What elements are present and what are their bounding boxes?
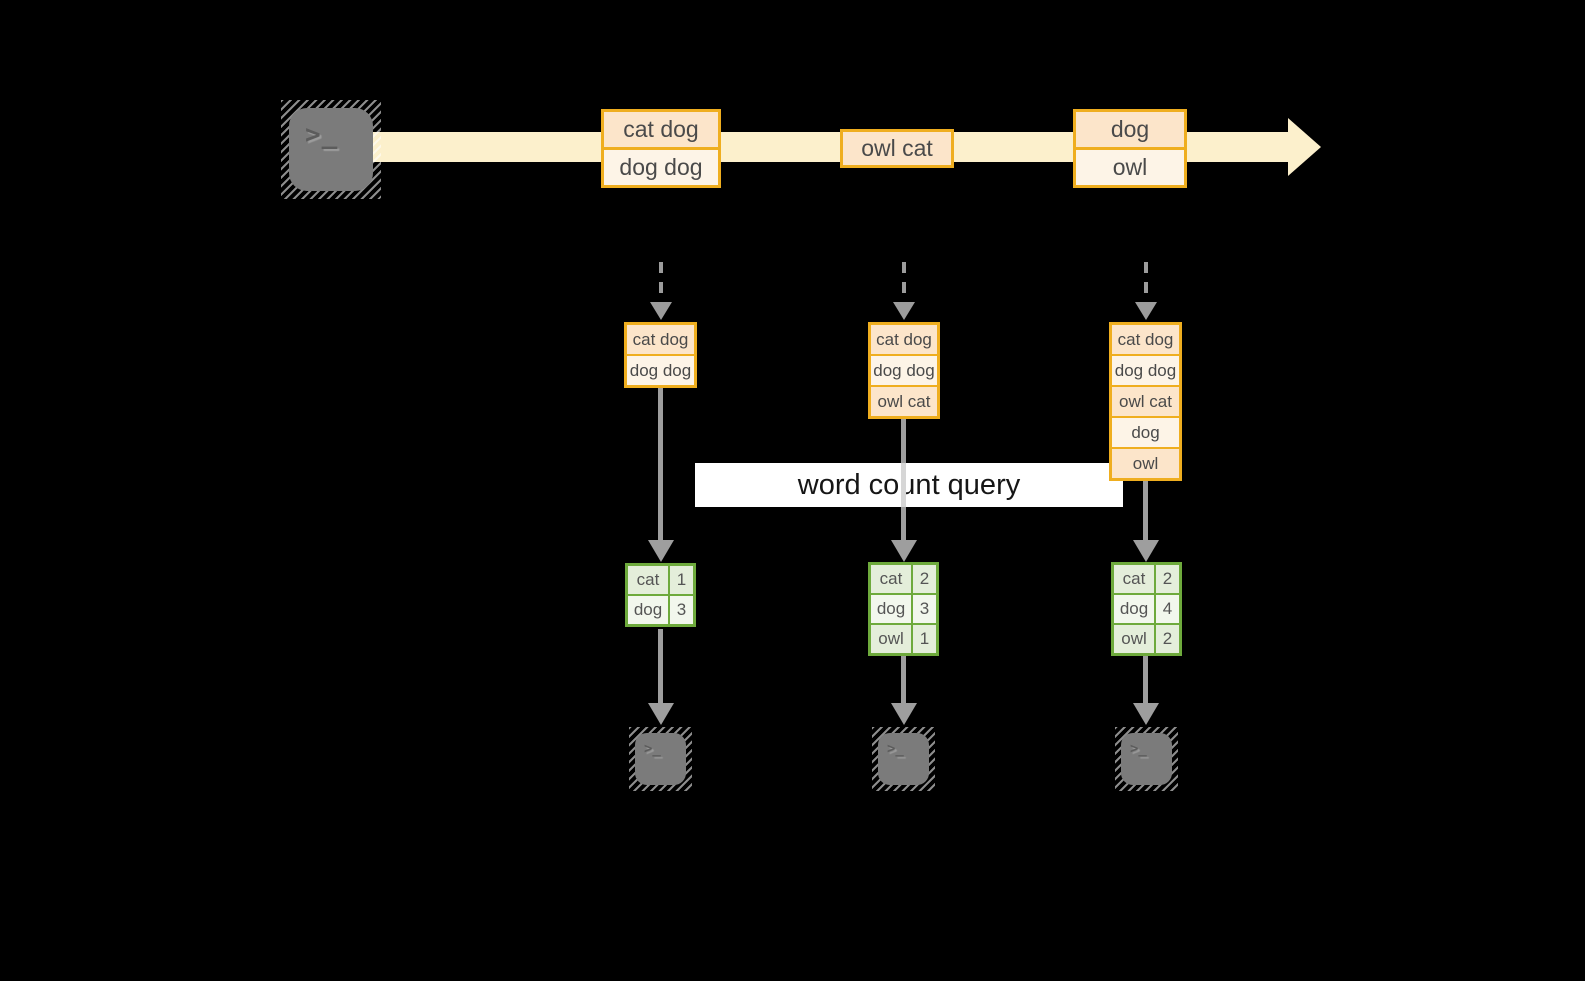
arrow-line (901, 656, 906, 705)
buffer-cell: dog dog (871, 356, 937, 385)
arrow-head (1133, 540, 1159, 562)
terminal-prompt-icon: >_ (644, 741, 661, 757)
buffer-stack: cat dog dog dog owl cat dog owl (1109, 322, 1182, 481)
buffer-cell: cat dog (871, 325, 937, 354)
arrow-line (901, 419, 906, 541)
stream-event-cell: cat dog (604, 112, 718, 147)
terminal-body: >_ (635, 733, 686, 785)
dashed-arrow-head (893, 302, 915, 320)
arrow-line (658, 388, 663, 541)
arrow-head (1133, 703, 1159, 725)
stream-event-cell: owl (1076, 150, 1184, 185)
source-terminal-icon: >_ (281, 100, 381, 199)
table-word-cell: owl (871, 625, 911, 653)
stream-event-box: dog owl (1073, 109, 1187, 188)
table-word-cell: dog (628, 596, 668, 624)
arrow-head (648, 540, 674, 562)
table-count-cell: 1 (670, 566, 693, 594)
wordcount-table: cat 2 dog 4 owl 2 (1111, 562, 1182, 656)
terminal-body: >_ (878, 733, 929, 785)
buffer-cell: owl (1112, 449, 1179, 478)
dashed-arrow-head (1135, 302, 1157, 320)
buffer-cell: dog dog (1112, 356, 1179, 385)
table-count-cell: 2 (1156, 565, 1179, 593)
buffer-cell: cat dog (627, 325, 694, 354)
stream-event-box: cat dog dog dog (601, 109, 721, 188)
arrow-head (891, 540, 917, 562)
table-count-cell: 3 (913, 595, 936, 623)
query-box: word count query (695, 463, 1123, 507)
terminal-prompt-icon: >_ (1130, 741, 1147, 757)
query-label: word count query (797, 468, 1021, 501)
dashed-arrow-line (1144, 262, 1148, 303)
wordcount-table: cat 2 dog 3 owl 1 (868, 562, 939, 656)
arrow-line (658, 629, 663, 705)
stream-event-cell: dog (1076, 112, 1184, 147)
buffer-stack: cat dog dog dog owl cat (868, 322, 940, 419)
buffer-cell: cat dog (1112, 325, 1179, 354)
table-word-cell: cat (871, 565, 911, 593)
table-word-cell: owl (1114, 625, 1154, 653)
sink-terminal-icon: >_ (872, 727, 935, 791)
table-word-cell: dog (1114, 595, 1154, 623)
buffer-cell: dog (1112, 418, 1179, 447)
table-count-cell: 2 (913, 565, 936, 593)
arrow-head (648, 703, 674, 725)
table-word-cell: dog (871, 595, 911, 623)
table-count-cell: 2 (1156, 625, 1179, 653)
table-word-cell: cat (1114, 565, 1154, 593)
sink-terminal-icon: >_ (1115, 727, 1178, 791)
terminal-body: >_ (289, 108, 373, 191)
terminal-prompt-icon: >_ (305, 120, 339, 150)
arrow-line (1143, 481, 1148, 541)
buffer-cell: dog dog (627, 356, 694, 385)
stream-arrow-head (1288, 118, 1321, 176)
buffer-cell: owl cat (871, 387, 937, 416)
dashed-arrow-head (650, 302, 672, 320)
arrow-head (891, 703, 917, 725)
terminal-body: >_ (1121, 733, 1172, 785)
stream-event-cell: dog dog (604, 150, 718, 185)
table-count-cell: 4 (1156, 595, 1179, 623)
table-count-cell: 1 (913, 625, 936, 653)
arrow-line (1143, 656, 1148, 705)
dashed-arrow-line (902, 262, 906, 303)
stream-event-cell: owl cat (843, 132, 951, 165)
buffer-stack: cat dog dog dog (624, 322, 697, 388)
sink-terminal-icon: >_ (629, 727, 692, 791)
table-word-cell: cat (628, 566, 668, 594)
buffer-cell: owl cat (1112, 387, 1179, 416)
wordcount-table: cat 1 dog 3 (625, 563, 696, 627)
dashed-arrow-line (659, 262, 663, 303)
stream-event-box: owl cat (840, 129, 954, 168)
terminal-prompt-icon: >_ (887, 741, 904, 757)
table-count-cell: 3 (670, 596, 693, 624)
